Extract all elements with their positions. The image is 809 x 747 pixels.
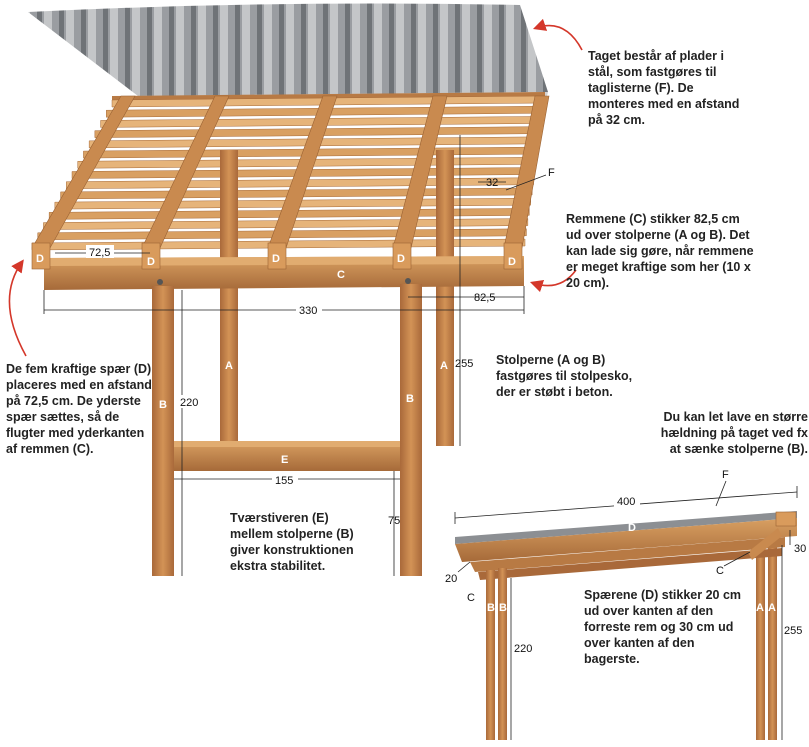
main-part-labels: D D D D D C A A B B E <box>36 253 516 466</box>
label-f-main: F <box>548 167 555 179</box>
callout-arrows <box>8 18 583 357</box>
dim-brace-width: 155 <box>275 475 293 487</box>
note-roof: Taget består af plader i stål, som fastg… <box>588 49 740 127</box>
side-label-a-1: A <box>756 602 764 614</box>
side-labels: D B B A A C C F <box>467 469 776 614</box>
dim-beam-overhang: 82,5 <box>474 292 495 304</box>
side-dimensions: 400 20 30 220 255 <box>445 486 806 740</box>
rafters <box>31 95 550 249</box>
label-b-2: B <box>406 393 414 405</box>
front-posts-b <box>152 284 422 576</box>
label-d-4: D <box>397 253 405 265</box>
side-label-a-2: A <box>768 602 776 614</box>
main-dimensions: 72,5 32 F 82,5 330 220 255 155 75 <box>43 135 555 576</box>
note-brace: Tværstiveren (E) mellem stolperne (B) gi… <box>230 511 354 573</box>
label-b-1: B <box>159 399 167 411</box>
note-overhang: Spærene (D) stikker 20 cm ud over kanten… <box>584 588 742 666</box>
dim-side-back-height: 255 <box>784 625 802 637</box>
dim-side-front-height: 220 <box>514 643 532 655</box>
side-label-f: F <box>722 469 729 481</box>
dim-side-front-overhang: 20 <box>445 573 457 585</box>
dim-side-back-overhang: 30 <box>794 543 806 555</box>
label-d-2: D <box>147 256 155 268</box>
cross-brace-e <box>174 441 400 471</box>
label-d-5: D <box>508 256 516 268</box>
label-d-3: D <box>272 253 280 265</box>
dim-back-height: 255 <box>455 358 473 370</box>
label-d-1: D <box>36 253 44 265</box>
side-label-d: D <box>628 522 636 534</box>
side-view <box>455 511 797 740</box>
dim-side-length: 400 <box>617 496 635 508</box>
note-posts: Stolperne (A og B) fastgøres til stolpes… <box>496 353 633 399</box>
dim-total-width: 330 <box>299 305 317 317</box>
label-a-1: A <box>225 360 233 372</box>
back-posts-a <box>220 150 454 446</box>
dim-front-height: 220 <box>180 397 198 409</box>
side-label-c-1: C <box>467 592 475 604</box>
rafter-ends <box>31 242 523 270</box>
note-beams: Remmene (C) stikker 82,5 cm ud over stol… <box>566 212 754 290</box>
side-label-b-2: B <box>499 602 507 614</box>
side-label-b-1: B <box>487 602 495 614</box>
label-c: C <box>337 269 345 281</box>
dim-brace-height: 75 <box>388 515 400 527</box>
side-label-c-2: C <box>716 565 724 577</box>
label-a-2: A <box>440 360 448 372</box>
label-e: E <box>281 454 288 466</box>
dim-rafter-spacing: 72,5 <box>89 247 110 259</box>
note-slope: Du kan let lave en større hældning på ta… <box>660 410 808 456</box>
dim-batten-spacing: 32 <box>486 177 498 189</box>
note-rafters: De fem kraftige spær (D) placeres med en… <box>6 362 152 456</box>
roof-sheets <box>28 3 548 104</box>
